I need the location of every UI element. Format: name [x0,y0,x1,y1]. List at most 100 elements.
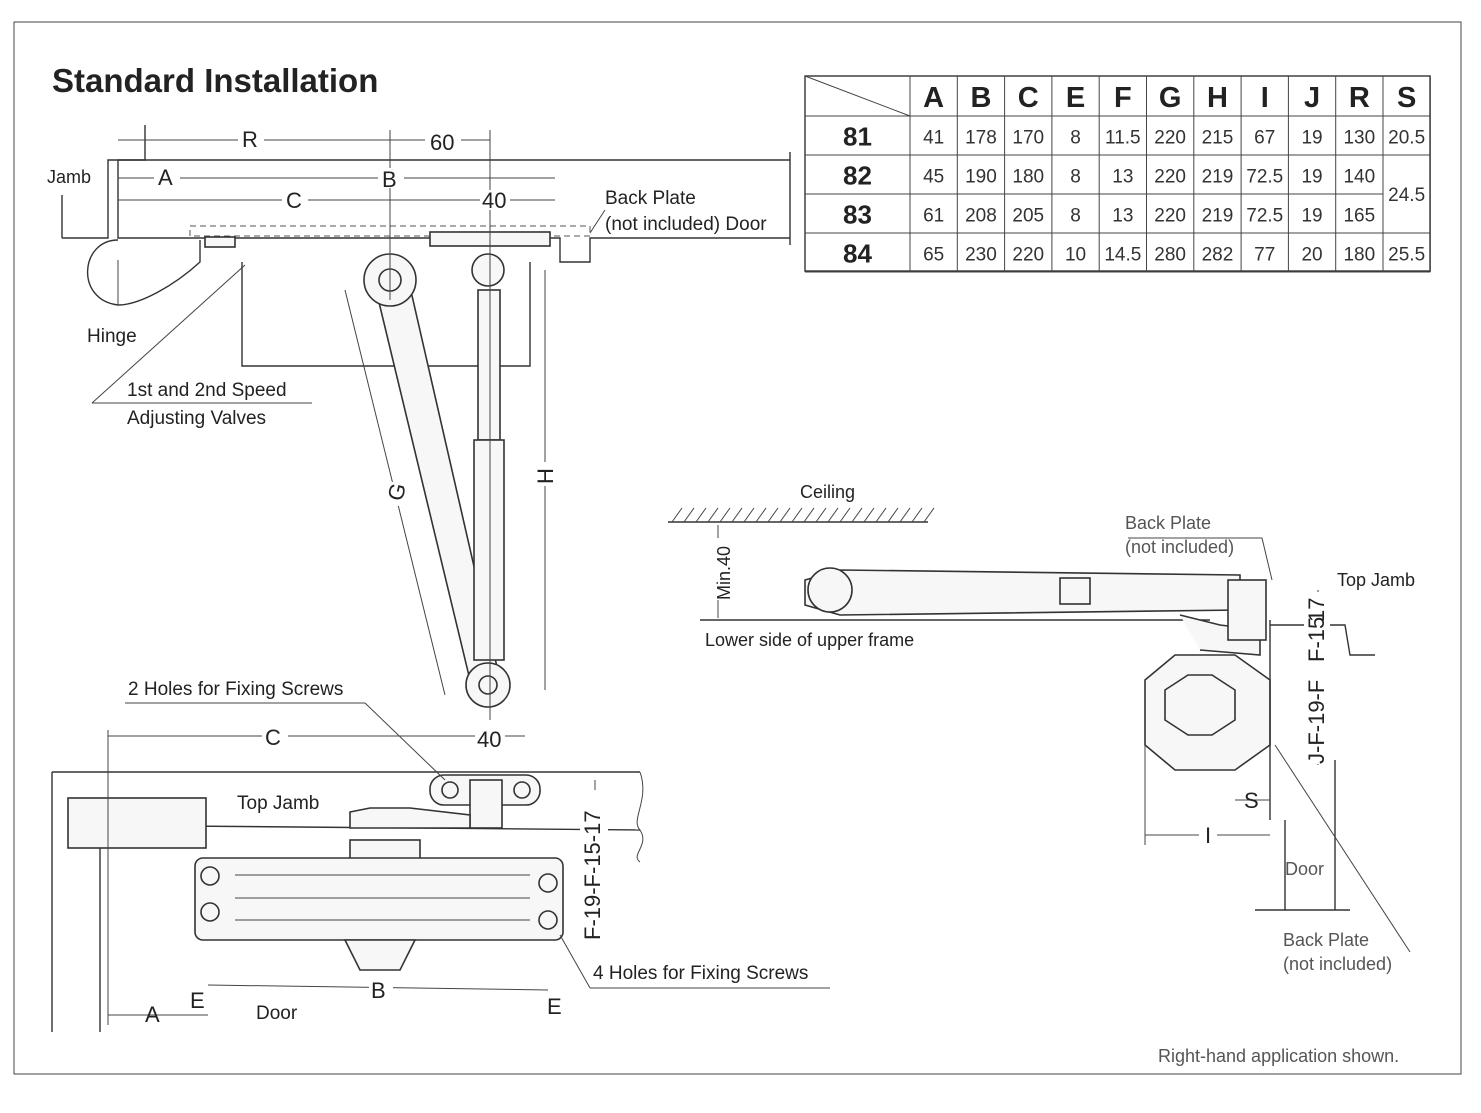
side-back-plate-leader [1261,537,1273,581]
frame-outline [51,771,640,1032]
table-cell: 11.5 [1105,128,1141,149]
table-model-84: 84 [843,239,872,269]
closer-valve [343,939,417,971]
hatch-stroke [683,507,695,523]
dim-mask-40-bottom [475,728,505,750]
page-title: Standard Installation [52,62,378,99]
lower-side-label: Lower side of upper frame [705,630,914,650]
min40-mask [708,538,730,600]
dim-E-right: E [547,994,562,1019]
forearm-sleeve [473,439,505,661]
hatch-stroke [839,507,851,523]
closer-screw-3 [538,873,558,893]
table-cell: 220 [1154,206,1186,227]
frame-break [636,771,644,863]
valve-block [204,236,236,248]
table-header-E: E [1066,82,1085,114]
side-dim-mid: F-15 [1304,617,1329,662]
ceiling-hatch [671,507,935,523]
table-header-J: J [1304,82,1320,114]
side-door-label: Door [1285,859,1324,879]
table-cell: 13 [1112,167,1133,188]
dim-mask-40 [480,190,510,210]
side-arm [804,569,1241,616]
table-cell: 8 [1070,128,1081,149]
side-vertical-mask [1304,592,1330,764]
dim-mask-B-bottom [369,978,393,1000]
forearm-pivot [471,253,505,287]
table-cell: 190 [965,167,997,188]
dim-mask-R [238,130,264,150]
hinge-label: Hinge [87,326,137,347]
hatch-stroke [791,507,803,523]
dim-A: A [158,165,173,190]
table-cell: 130 [1343,128,1375,149]
table-header-G: G [1159,82,1182,114]
dim-S: S [1244,788,1259,813]
dim-B: B [382,167,397,192]
table-model-81: 81 [843,122,872,152]
side-bracket-block [1227,579,1267,641]
dim-H: H [533,468,558,484]
dim-I: I [1205,823,1211,848]
door-outline [117,159,790,263]
valves-label-1: 1st and 2nd Speed [127,380,287,401]
dim-R: R [242,127,258,152]
side-back-plate-b-leader [1274,744,1411,953]
four-holes-leader [559,934,591,989]
side-closer-nut [1164,674,1236,736]
side-door-outline [1255,760,1350,911]
closer-screw-2 [200,902,220,922]
table-cell: 20 [1301,245,1322,266]
jamb-block [67,797,207,849]
dim-60: 60 [430,130,454,155]
table-cell: 165 [1343,206,1375,227]
arm-joint-inner [478,675,498,695]
table-cell: 61 [923,206,944,227]
table-header-R: R [1349,82,1370,114]
back-plate-label: Back Plate [605,188,696,209]
dim-40-bottom: 40 [477,727,501,752]
forearm-rod [477,289,501,441]
side-arm-end [807,567,853,613]
table-header-H: H [1207,82,1228,114]
side-top-jamb-label: Top Jamb [1337,570,1415,590]
dim-40: 40 [482,188,506,213]
table-header-A: A [923,82,944,114]
dim-E-left: E [190,988,205,1013]
hatch-stroke [719,507,731,523]
short-arm [349,807,471,829]
dim-mask-H [535,462,557,486]
dim-A-bottom: A [145,1002,160,1027]
table-cell: 77 [1254,245,1275,266]
bracket-shaft [469,779,503,829]
dim-mask-G [382,482,406,506]
table-cell: 219 [1202,206,1234,227]
side-not-included-b-label: (not included) [1283,954,1392,974]
jamb-label: Jamb [47,167,91,187]
table-cell: 220 [1012,245,1044,266]
top-jamb-label: Top Jamb [237,793,319,814]
closer-screw-1 [200,866,220,886]
footnote: Right-hand application shown. [1158,1046,1399,1066]
closer-body [194,857,564,941]
table-cell: 45 [923,167,944,188]
dim-B-bottom: B [371,978,386,1003]
table-cell: 220 [1154,128,1186,149]
hatch-stroke [731,507,743,523]
dim-mask-C-bottom [262,726,288,746]
table-cell: 19 [1301,128,1322,149]
side-dim-top: 17 [1304,598,1329,622]
table-cell: 10 [1065,245,1086,266]
table-cell: 13 [1112,206,1133,227]
not-included-door-label: (not included) Door [605,214,767,235]
dim-mask-vertical-stack [580,790,608,940]
table-header-I: I [1261,82,1269,114]
table-cell: 282 [1202,245,1234,266]
valves-leader [91,264,246,404]
hatch-stroke [707,507,719,523]
hatch-stroke [863,507,875,523]
hatch-stroke [803,507,815,523]
closer-screw-4 [538,910,558,930]
